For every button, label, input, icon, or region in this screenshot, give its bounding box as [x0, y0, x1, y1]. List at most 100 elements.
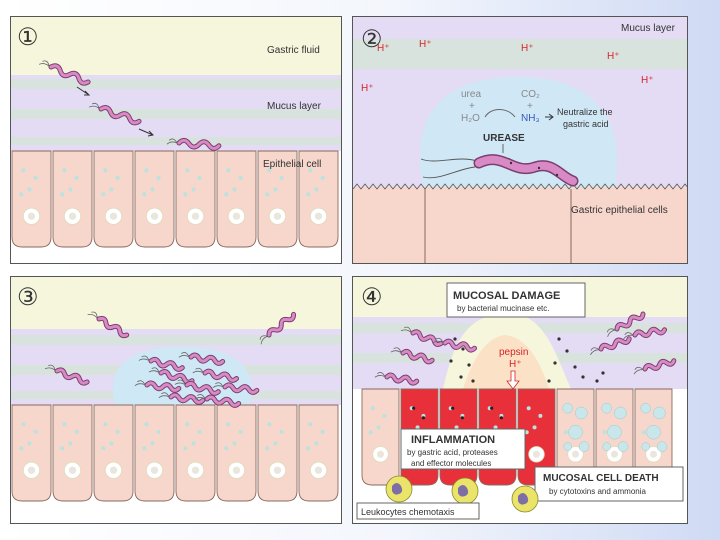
cell-body [135, 405, 174, 501]
vesicle [27, 441, 31, 445]
toxin-particle [412, 407, 415, 410]
nucleolus [69, 213, 76, 220]
vesicle [19, 192, 23, 196]
epithelial-cell [53, 151, 92, 247]
toxin-particle [471, 379, 474, 382]
cell-death-box: MUCOSAL CELL DEATH by cytotoxins and amm… [535, 467, 683, 501]
h2o-label: H₂O [461, 113, 480, 124]
vesicle [280, 176, 284, 180]
toxin-particle [557, 337, 560, 340]
vesicle [232, 187, 236, 191]
epithelial-cell [135, 151, 174, 247]
neutralize-label: gastric acid [563, 119, 609, 129]
toxin-particle [461, 347, 464, 350]
vesicle [101, 446, 105, 450]
panel-number: ④ [361, 284, 383, 311]
vesicle [185, 422, 189, 426]
nucleolus [151, 213, 158, 220]
toxin-particle [565, 349, 568, 352]
nucleolus [151, 467, 158, 474]
inflammation-sub: and effector molecules [411, 459, 491, 468]
epithelial-cell [217, 151, 256, 247]
vesicle [239, 430, 243, 434]
nh3-label: NH₃ [521, 113, 540, 124]
panel-4-svg: ④ MUCOSAL DAMAGE by bacterial mucinase e… [353, 277, 687, 523]
cell-body [258, 405, 297, 501]
vesicle [68, 187, 72, 191]
plus-sign: + [469, 101, 475, 112]
vesicle [144, 168, 148, 172]
vesicle [21, 422, 25, 426]
vacuole [641, 403, 651, 413]
cell-body [12, 405, 51, 501]
vesicle [314, 187, 318, 191]
toxin-particle [500, 416, 503, 419]
cell-body [12, 151, 51, 247]
leukocytes-label-box: Leukocytes chemotaxis [357, 503, 479, 519]
epithelial-cell-label: Epithelial cell [263, 159, 321, 170]
nucleolus [274, 467, 281, 474]
h-ion: H⁺ [521, 43, 534, 54]
toxin-particle [451, 407, 454, 410]
toxin-particle [453, 337, 456, 340]
urea-label: urea [461, 89, 481, 100]
vacuole [614, 407, 626, 419]
toxin-particle [595, 379, 598, 382]
nucleolus [315, 213, 322, 220]
vacuole [618, 442, 628, 452]
epithelial-cell [258, 405, 297, 501]
epithelial-cell [362, 389, 399, 485]
vesicle [371, 406, 375, 410]
nucleolus [28, 213, 35, 220]
plus-sign: + [527, 101, 533, 112]
vesicle [314, 441, 318, 445]
vesicle [306, 446, 310, 450]
vacuole [647, 425, 661, 439]
cell-death-title: MUCOSAL CELL DEATH [543, 473, 659, 484]
nucleolus [611, 451, 618, 458]
vesicle [103, 168, 107, 172]
vesicle [157, 430, 161, 434]
vacuole [569, 425, 583, 439]
epithelial-cell [299, 405, 338, 501]
vesicle [191, 441, 195, 445]
vesicle [142, 192, 146, 196]
epithelial-cell [12, 405, 51, 501]
vesicle [157, 176, 161, 180]
h-ion: H⁺ [361, 83, 374, 94]
panel-4: ④ MUCOSAL DAMAGE by bacterial mucinase e… [352, 276, 688, 524]
vesicle [232, 441, 236, 445]
cell-body [135, 151, 174, 247]
vacuole [579, 442, 589, 452]
mucosal-damage-box: MUCOSAL DAMAGE by bacterial mucinase etc… [447, 283, 585, 317]
vesicle [273, 441, 277, 445]
epithelial-cell [217, 405, 256, 501]
nucleolus [233, 213, 240, 220]
vesicle [603, 430, 607, 434]
mucosal-damage-title: MUCOSAL DAMAGE [453, 290, 560, 302]
cell-body [217, 151, 256, 247]
panel-1: ① Gastric fluid Mucus layer Epithelial c… [10, 16, 342, 264]
epithelial-cell [176, 405, 215, 501]
cell-body [94, 151, 133, 247]
vesicle [265, 446, 269, 450]
leukocytes-label: Leukocytes chemotaxis [361, 507, 455, 517]
gastric-epithelial-cells-label: Gastric epithelial cells [571, 205, 668, 216]
vesicle [226, 422, 230, 426]
vesicle [538, 414, 542, 418]
vesicle [306, 192, 310, 196]
vacuole [603, 443, 611, 451]
vesicle [224, 192, 228, 196]
mucus-layer-label: Mucus layer [621, 23, 676, 34]
vesicle [308, 422, 312, 426]
vacuole [563, 403, 573, 413]
vesicle [109, 187, 113, 191]
vesicle [34, 176, 38, 180]
epithelial-cell [135, 405, 174, 501]
panel-1-svg: ① Gastric fluid Mucus layer Epithelial c… [11, 17, 341, 263]
cell-body [176, 151, 215, 247]
vesicle [280, 430, 284, 434]
nucleolus [650, 451, 657, 458]
nucleolus [377, 451, 384, 458]
